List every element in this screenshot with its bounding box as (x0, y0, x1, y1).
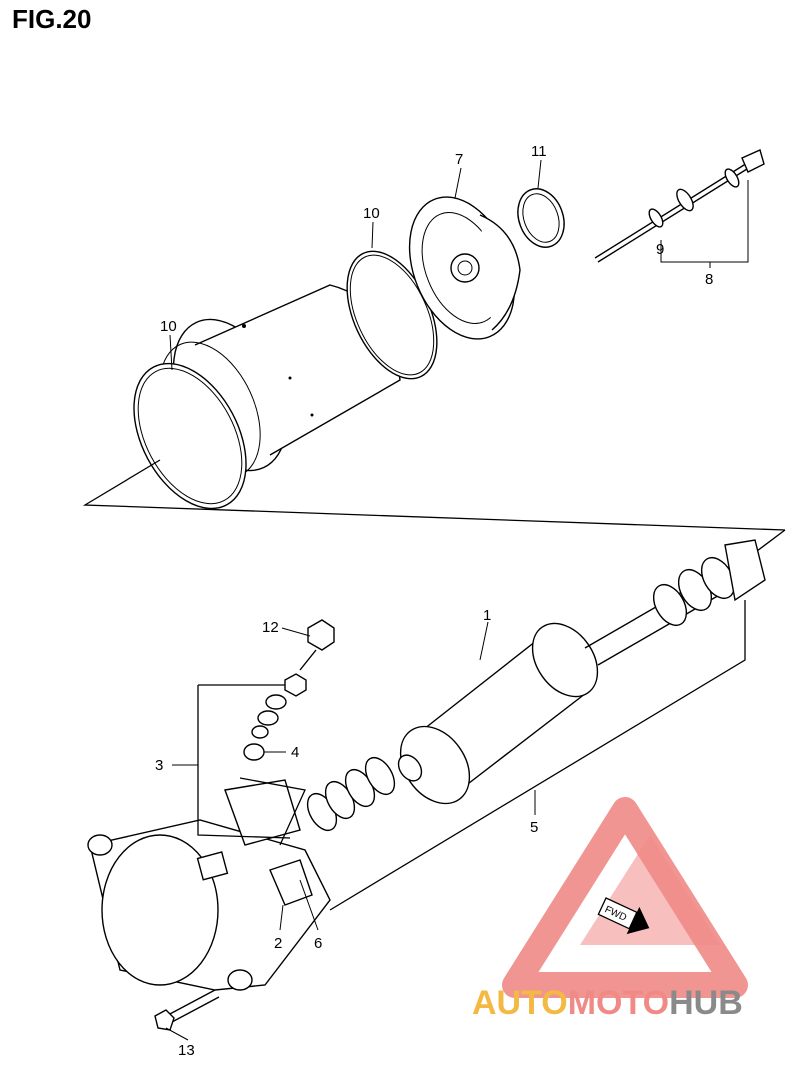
callout-10-lower: 10 (160, 318, 177, 335)
callout-1: 1 (483, 607, 491, 624)
washer-stack-3 (251, 673, 307, 739)
o-ring-10-lower (133, 362, 247, 510)
callout-6: 6 (314, 935, 322, 952)
washer-set-5-front (306, 756, 396, 832)
nut-12 (299, 619, 335, 671)
fwd-arrow-icon: FWD (597, 897, 650, 935)
leader-lines (165, 159, 749, 1041)
washer-group-bracket (329, 600, 746, 911)
watermark-hub: HUB (669, 984, 743, 1022)
o-ring-4 (243, 743, 265, 761)
svg-text:AUTOMOTOHUB: AUTOMOTOHUB (472, 984, 743, 1022)
brush-group-bracket (197, 685, 291, 839)
figure-title: FIG.20 (12, 4, 92, 34)
watermark-logo: FWD AUTOMOTOHUB (472, 797, 748, 1022)
callout-10-upper: 10 (363, 205, 380, 222)
callout-2: 2 (274, 935, 282, 952)
callout-5: 5 (530, 819, 538, 836)
brush-holder-2 (224, 779, 313, 906)
bolt-13 (154, 989, 220, 1031)
o-ring-11 (517, 188, 565, 248)
watermark-auto: AUTO (472, 984, 568, 1022)
callout-4: 4 (291, 744, 299, 761)
through-bolt-8 (594, 149, 765, 263)
callout-9: 9 (656, 241, 664, 258)
callout-3: 3 (155, 757, 163, 774)
callout-13: 13 (178, 1042, 195, 1059)
washer-set-5-rear (652, 539, 766, 626)
callout-labels: 7 11 10 10 9 8 1 12 3 4 5 2 6 13 (155, 143, 713, 1059)
callout-12: 12 (262, 619, 279, 636)
callout-8: 8 (705, 271, 713, 288)
callout-7: 7 (455, 151, 463, 168)
armature-1 (397, 569, 729, 805)
watermark-moto: MOTO (568, 984, 669, 1022)
assembly-guide-upper (82, 459, 786, 531)
end-housing (87, 819, 331, 991)
end-cover-7 (408, 196, 521, 340)
callout-11: 11 (531, 143, 547, 160)
